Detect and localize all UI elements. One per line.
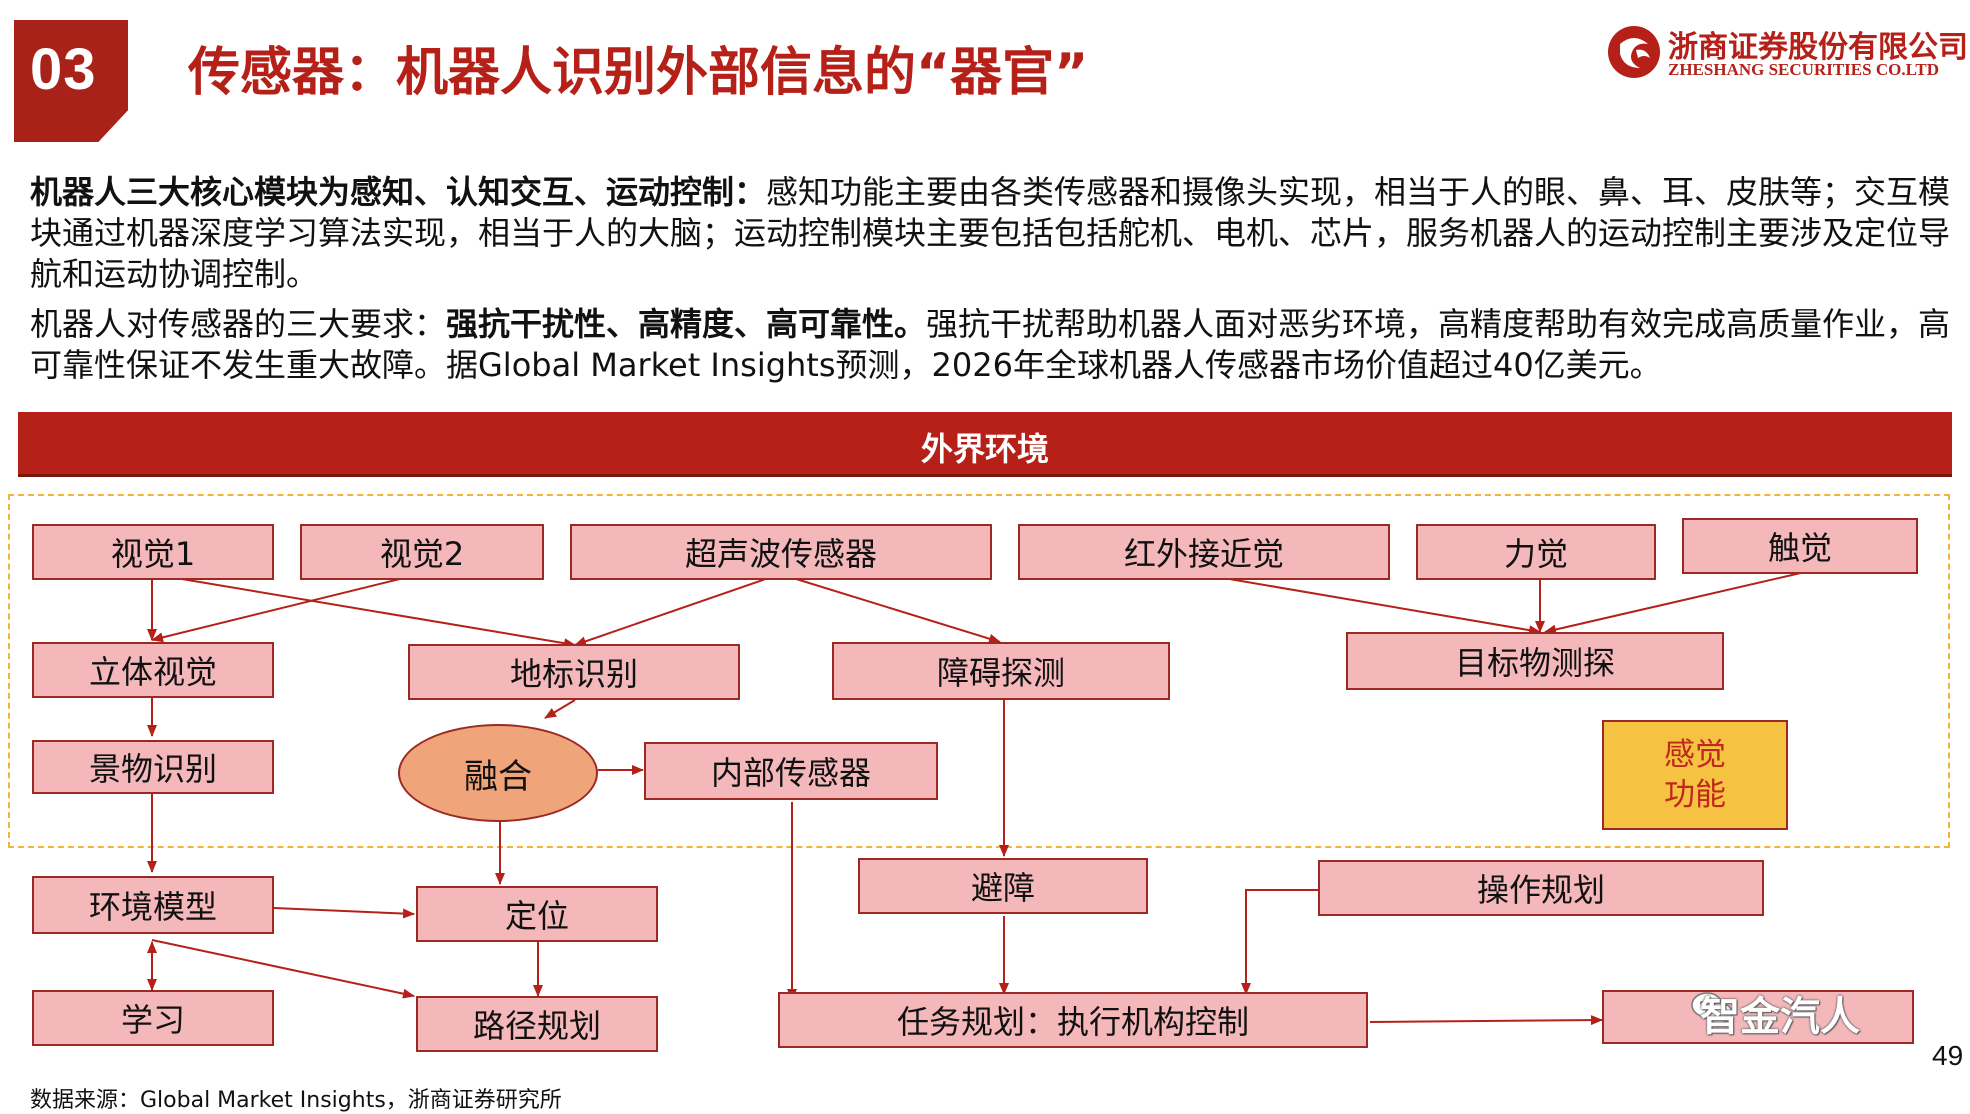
arrow-envmodel-localization — [273, 907, 415, 919]
node-infrared-proximity: 红外接近觉 — [1018, 524, 1390, 580]
paragraph-requirements: 机器人对传感器的三大要求：强抗干扰性、高精度、高可靠性。强抗干扰帮助机器人面对恶… — [30, 304, 1960, 386]
node-obstacle-detection: 障碍探测 — [832, 642, 1170, 700]
node-environment-model: 环境模型 — [32, 876, 274, 934]
external-environment-banner: 外界环境 — [18, 412, 1952, 477]
data-source-note: 数据来源：Global Market Insights，浙商证券研究所 — [30, 1088, 562, 1113]
arrow-operation-task — [1241, 889, 1326, 995]
node-force-sense: 力觉 — [1416, 524, 1656, 580]
sensing-function-zone — [8, 494, 1950, 848]
node-target-detection: 目标物测探 — [1346, 632, 1724, 690]
arrow-touch-target — [1544, 571, 1806, 635]
node-task-planning: 任务规划：执行机构控制 — [778, 992, 1368, 1048]
node-path-planning: 路径规划 — [416, 996, 658, 1052]
arrow-ultrasonic-obstacle — [779, 573, 1001, 644]
arrow-infrared-target — [1199, 573, 1541, 636]
company-name-cn: 浙商证券股份有限公司 — [1668, 30, 1968, 65]
node-vision2: 视觉2 — [300, 524, 544, 580]
watermark-text: 智金汽人 — [1700, 994, 1860, 1040]
paragraph-core-modules: 机器人三大核心模块为感知、认知交互、运动控制：感知功能主要由各类传感器和摄像头实… — [30, 172, 1960, 295]
node-scene-recognition: 景物识别 — [32, 740, 274, 794]
node-fusion: 融合 — [398, 724, 598, 822]
arrow-landmark-fusion — [544, 699, 576, 719]
paragraph-requirements-lead: 机器人对传感器的三大要求： — [30, 305, 447, 343]
section-badge — [14, 20, 128, 142]
page-title: 传感器：机器人识别外部信息的“器官” — [188, 43, 1089, 103]
section-number: 03 — [30, 37, 97, 102]
arrow-task-output — [1369, 1015, 1603, 1026]
node-touch-sense: 触觉 — [1682, 518, 1918, 574]
paragraph-core-modules-text: 感知功能主要由各类传感器和摄像头实现，相当于人的眼、鼻、耳、皮肤等；交互模块通过… — [30, 173, 1951, 293]
node-output-box — [1602, 990, 1914, 1044]
page-number: 49 — [1932, 1040, 1964, 1071]
arrow-envmodel-path — [151, 939, 415, 999]
wechat-icon — [1691, 992, 1733, 1024]
node-stereo-vision: 立体视觉 — [32, 642, 274, 698]
node-obstacle-avoidance: 避障 — [858, 858, 1148, 914]
legend-sensing-function: 感觉 功能 — [1602, 720, 1788, 830]
node-operation-planning: 操作规划 — [1318, 860, 1764, 916]
company-name-en: ZHESHANG SECURITIES CO.LTD — [1668, 60, 1939, 79]
paragraph-requirements-bold: 强抗干扰性、高精度、高可靠性。 — [446, 305, 927, 343]
node-internal-sensor: 内部传感器 — [644, 742, 938, 800]
node-vision1: 视觉1 — [32, 524, 274, 580]
paragraph-core-modules-bold: 机器人三大核心模块为感知、认知交互、运动控制： — [30, 173, 767, 211]
node-learning: 学习 — [32, 990, 274, 1046]
arrow-vision1-landmark — [151, 573, 576, 649]
banner-label: 外界环境 — [920, 430, 1049, 468]
node-ultrasonic-sensor: 超声波传感器 — [570, 524, 992, 580]
legend-line-2: 功能 — [1664, 777, 1726, 813]
zheshang-logo-icon — [1608, 26, 1660, 78]
arrow-ultrasonic-landmark — [574, 573, 781, 647]
legend-line-1: 感觉 — [1664, 737, 1726, 773]
node-landmark-recognition: 地标识别 — [408, 644, 740, 700]
node-localization: 定位 — [416, 886, 658, 942]
paragraph-requirements-text: 强抗干扰帮助机器人面对恶劣环境，高精度帮助有效完成高质量作业，高可靠性保证不发生… — [30, 305, 1951, 384]
arrow-vision2-stereo — [151, 573, 421, 643]
